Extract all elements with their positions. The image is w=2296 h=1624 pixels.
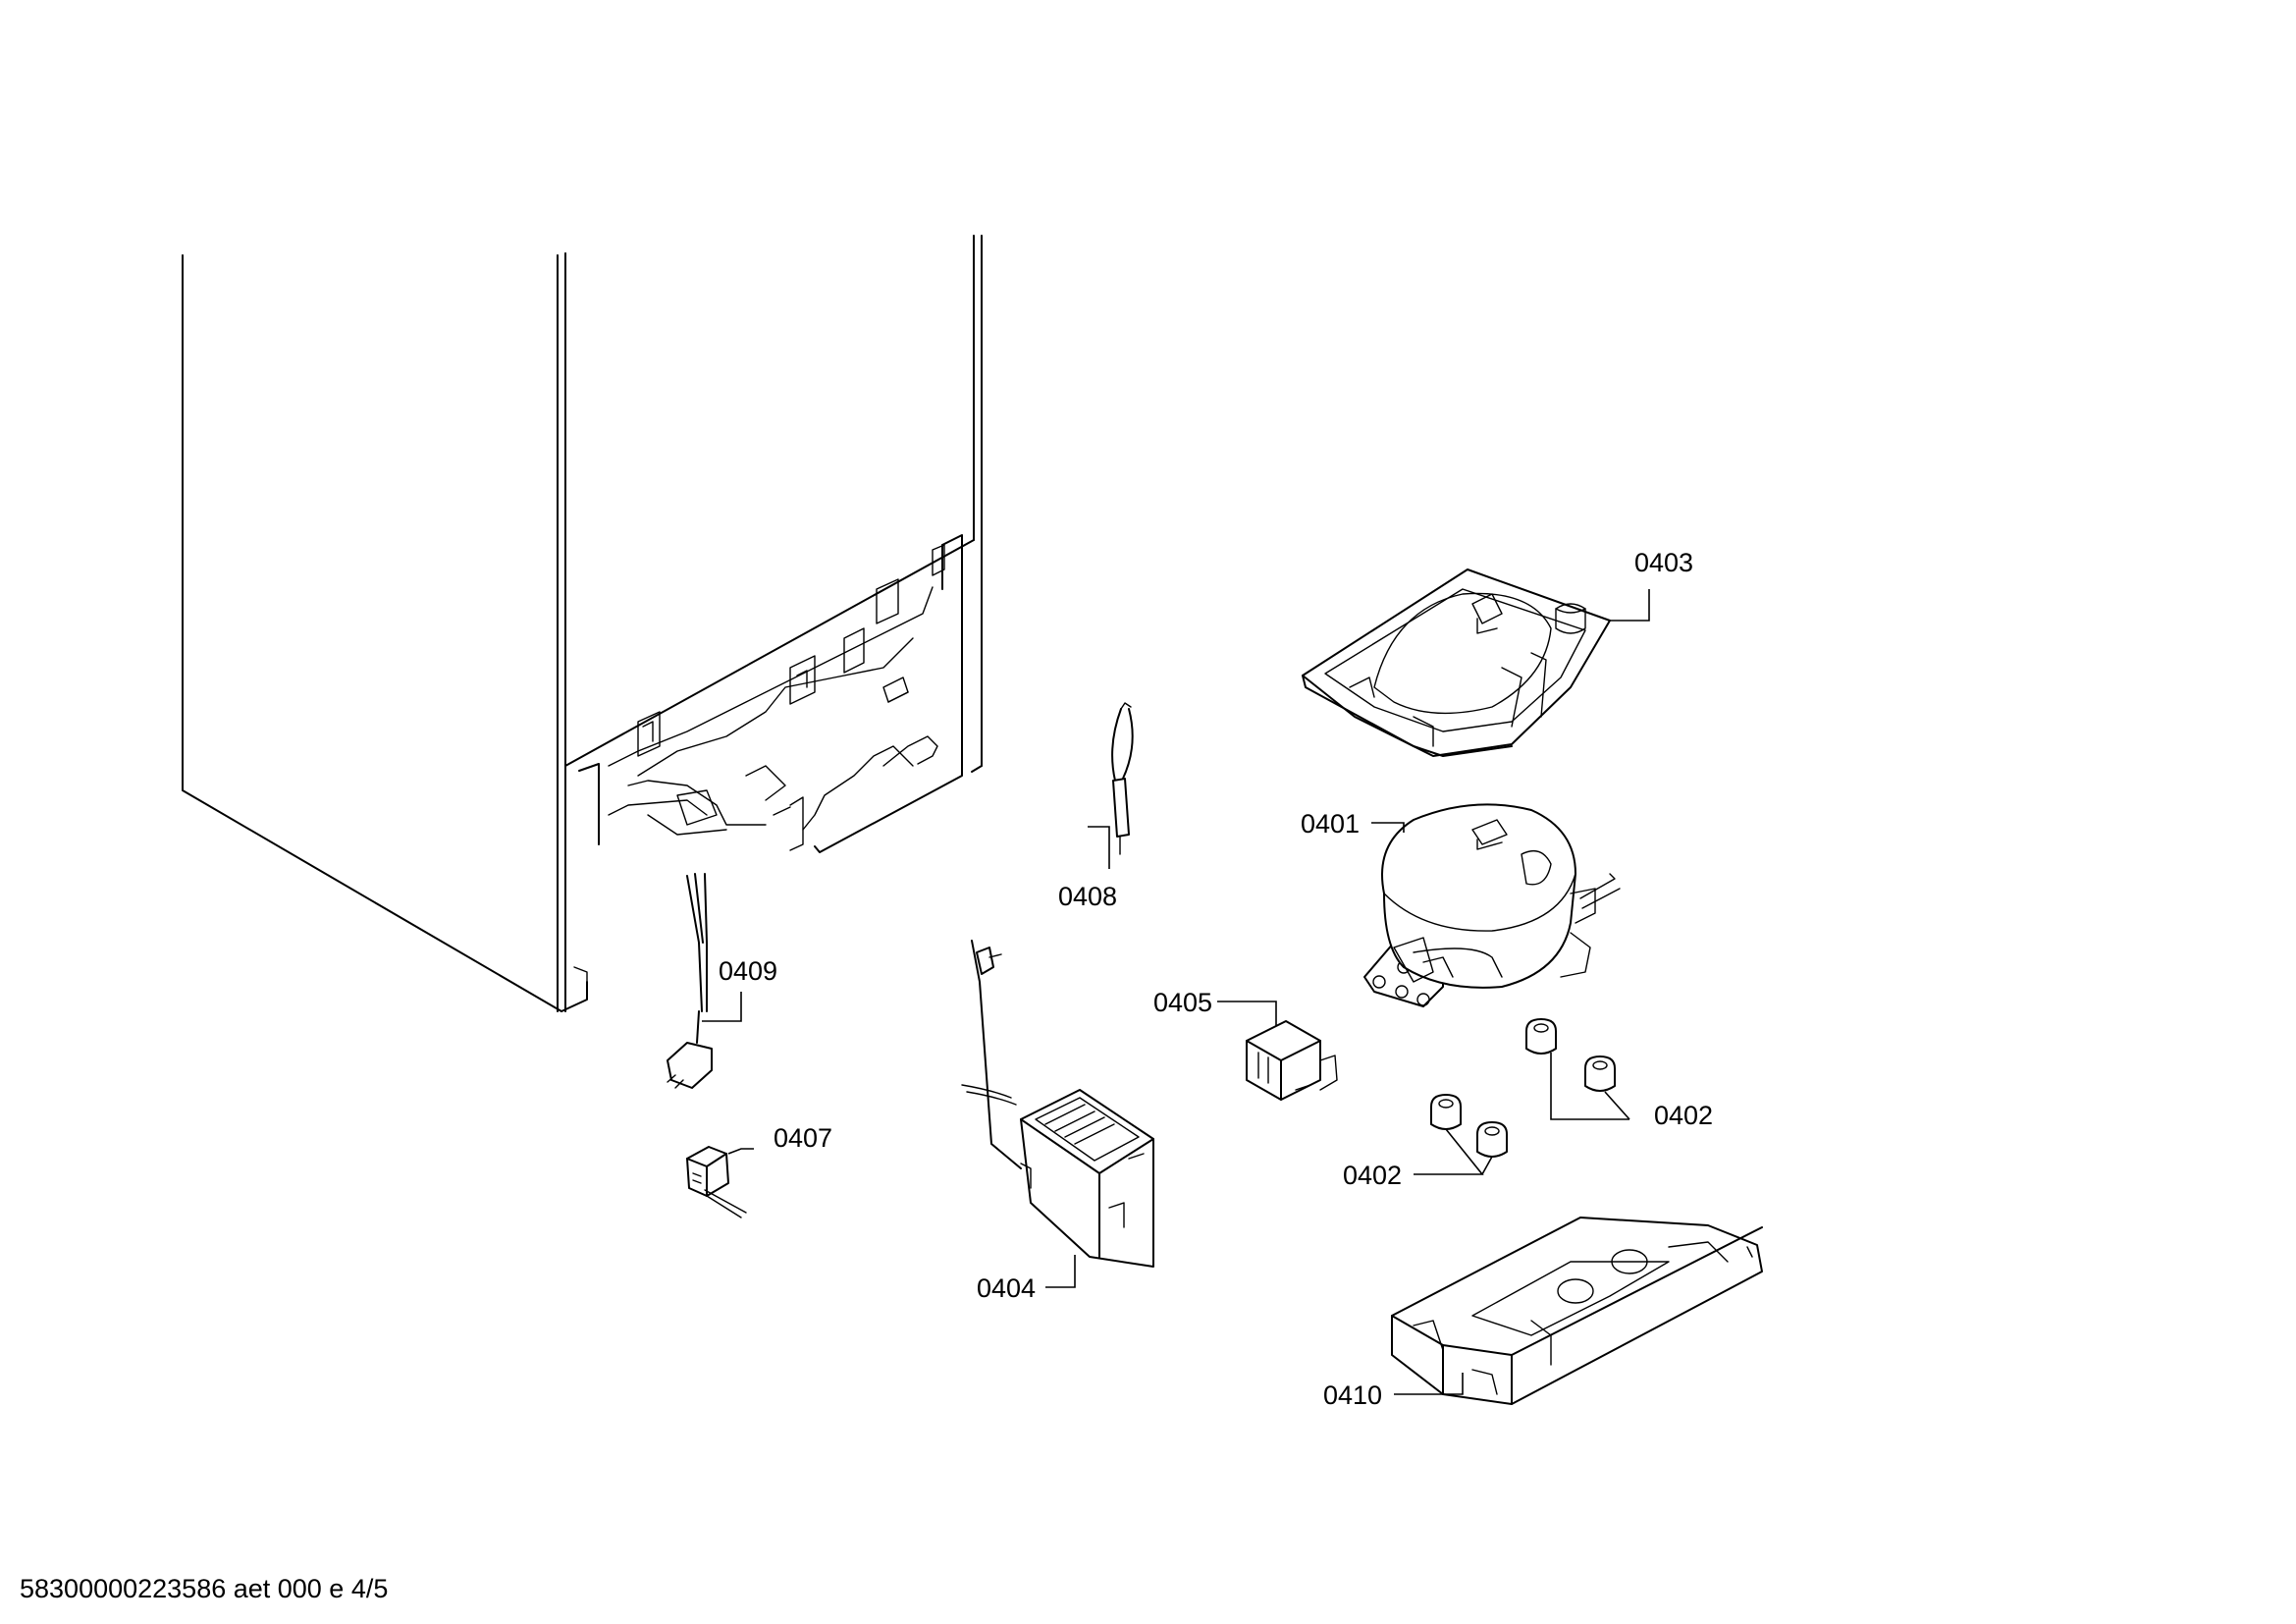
- label-0401: 0401: [1301, 809, 1360, 839]
- appliance-cabinet: [182, 235, 983, 1012]
- label-0410: 0410: [1323, 1380, 1382, 1410]
- part-0409-power-cord: [667, 873, 713, 1089]
- label-0402-left: 0402: [1343, 1161, 1402, 1190]
- label-0404: 0404: [977, 1273, 1036, 1303]
- part-0402-grommets: [1430, 1018, 1616, 1158]
- label-0402-right: 0402: [1654, 1101, 1713, 1130]
- label-0408: 0408: [1058, 882, 1117, 911]
- drawing-number-footer: 58300000223586 aet 000 e 4/5: [20, 1574, 389, 1603]
- part-0405-relay: [1246, 1020, 1338, 1101]
- label-0407: 0407: [774, 1123, 832, 1153]
- label-0403: 0403: [1634, 548, 1693, 577]
- part-0408-sensor: [1111, 702, 1134, 855]
- part-0410-base-plate: [1391, 1217, 1763, 1405]
- part-0403-compressor-cover: [1302, 568, 1611, 757]
- label-0405: 0405: [1153, 988, 1212, 1017]
- label-0409: 0409: [719, 956, 777, 986]
- part-0407-connector: [686, 1146, 747, 1218]
- part-0401-compressor: [1363, 803, 1621, 1007]
- part-0404-electronic-module: [961, 940, 1154, 1268]
